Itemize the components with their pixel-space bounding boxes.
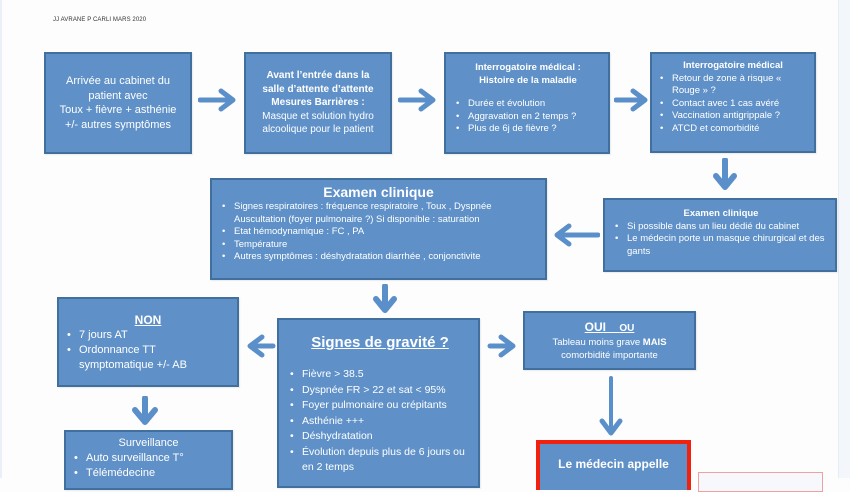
arrow-waiting-to-history bbox=[398, 88, 438, 112]
or-label: OU bbox=[619, 322, 635, 334]
no-box: NON 7 jours AT Ordonnance TT symptomatiq… bbox=[57, 297, 239, 387]
yes-line-text: Tableau moins grave bbox=[552, 336, 643, 348]
waiting-room-box: Avant l’entrée dans la salle d’attente d… bbox=[244, 52, 392, 154]
exam-setup-title: Examen clinique bbox=[683, 208, 759, 219]
surveillance-title: Surveillance bbox=[118, 437, 179, 449]
yes-line: comorbidité importante bbox=[561, 349, 658, 361]
arrow-down-icon bbox=[713, 158, 737, 190]
no-item: 7 jours AT bbox=[65, 328, 231, 343]
yes-box: OUI OU Tableau moins grave MAIS comorbid… bbox=[523, 311, 696, 370]
severity-list: Fièvre > 38.5 Dyspnée FR > 22 et sat < 9… bbox=[288, 367, 472, 476]
arrow-no-to-surveillance bbox=[131, 396, 159, 426]
interrogation-item: Vaccination antigrippale ? bbox=[658, 110, 808, 123]
arrival-line: Toux + fièvre + asthénie bbox=[59, 104, 177, 116]
exam-setup-box: Examen clinique Si possible dans un lieu… bbox=[603, 198, 837, 272]
surveillance-item: Télémédecine bbox=[72, 466, 225, 481]
exam-setup-item: Si possible dans un lieu dédié du cabine… bbox=[613, 221, 829, 234]
arrow-down-icon bbox=[373, 284, 397, 313]
interrogation-title: Interrogatoire médical bbox=[683, 60, 783, 71]
exam-item: Température bbox=[220, 239, 537, 252]
history-list: Durée et évolution Aggravation en 2 temp… bbox=[454, 98, 602, 136]
yes-line: Tableau moins grave MAIS bbox=[552, 336, 666, 349]
yes-title: OUI OU bbox=[585, 320, 635, 336]
severity-item: Évolution depuis plus de 6 jours ou en 2… bbox=[288, 445, 472, 476]
exam-title: Examen clinique bbox=[323, 184, 434, 200]
no-title: NON bbox=[134, 313, 162, 327]
no-item: Ordonnance TT symptomatique +/- AB bbox=[65, 343, 231, 373]
history-title: Interrogatoire médical : bbox=[475, 62, 581, 73]
partial-box bbox=[698, 472, 823, 492]
severity-item: Asthénie +++ bbox=[288, 414, 472, 430]
arrow-right-icon bbox=[487, 334, 516, 358]
severity-item: Déshydratation bbox=[288, 429, 472, 445]
arrow-interrogation-to-exam-setup bbox=[712, 158, 738, 192]
arrow-down-icon bbox=[132, 396, 158, 425]
arrival-line: patient avec bbox=[88, 89, 148, 102]
waiting-room-title: salle d’attente d’attente bbox=[262, 83, 374, 95]
history-box: Interrogatoire médical : Histoire de la … bbox=[444, 52, 610, 154]
waiting-room-title: Mesures Barrières : bbox=[271, 97, 365, 109]
surveillance-item: Auto surveillance T° bbox=[72, 451, 225, 466]
history-item: Aggravation en 2 temps ? bbox=[454, 111, 602, 124]
surveillance-box: Surveillance Auto surveillance T° Télémé… bbox=[64, 430, 233, 490]
no-list: 7 jours AT Ordonnance TT symptomatique +… bbox=[65, 328, 231, 373]
arrow-yes-to-call bbox=[598, 376, 624, 438]
call-alert-frame: Le médecin appelle bbox=[536, 440, 691, 490]
yes-line-bold: MAIS bbox=[642, 336, 667, 348]
left-edge-strip bbox=[0, 0, 2, 478]
interrogation-box: Interrogatoire médical Retour de zone à … bbox=[650, 52, 816, 153]
interrogation-item: ATCD et comorbidité bbox=[658, 123, 808, 136]
arrow-right-icon bbox=[398, 88, 436, 112]
history-title: Histoire de la maladie bbox=[479, 74, 577, 86]
arrow-exam-to-severity bbox=[372, 284, 398, 314]
waiting-room-title: Avant l’entrée dans la bbox=[266, 70, 370, 82]
exam-item: Signes respiratoires : fréquence respira… bbox=[220, 201, 537, 226]
severity-item: Foyer pulmonaire ou crépitants bbox=[288, 398, 472, 414]
severity-box: Signes de gravité ? Fièvre > 38.5 Dyspné… bbox=[277, 318, 480, 488]
exam-box: Examen clinique Signes respiratoires : f… bbox=[210, 178, 547, 280]
right-scrollbar-strip[interactable] bbox=[838, 0, 850, 478]
severity-item: Fièvre > 38.5 bbox=[288, 367, 472, 383]
arrow-left-icon bbox=[554, 223, 600, 247]
exam-item: Autres symptômes : déshydratation diarrh… bbox=[220, 251, 537, 264]
call-box: Le médecin appelle bbox=[540, 444, 687, 490]
arrow-left-icon bbox=[247, 334, 276, 358]
arrow-down-icon bbox=[599, 376, 623, 436]
history-item: Durée et évolution bbox=[454, 98, 602, 111]
call-label: Le médecin appelle bbox=[558, 457, 669, 471]
interrogation-item: Retour de zone à risque « Rouge » ? bbox=[658, 73, 808, 98]
arrow-history-to-interrogation bbox=[614, 88, 650, 112]
severity-item: Dyspnée FR > 22 et sat < 95% bbox=[288, 383, 472, 399]
yes-label: OUI bbox=[584, 319, 606, 334]
arrow-severity-to-yes bbox=[487, 333, 517, 359]
arrow-right-icon bbox=[614, 88, 648, 112]
author-credit: JJ AVRANE P CARLI MARS 2020 bbox=[53, 17, 147, 23]
history-item: Plus de 6j de fièvre ? bbox=[454, 123, 602, 136]
severity-title: Signes de gravité ? bbox=[311, 334, 449, 351]
exam-list: Signes respiratoires : fréquence respira… bbox=[220, 201, 537, 264]
arrow-exam-setup-to-exam bbox=[552, 222, 600, 248]
exam-setup-list: Si possible dans un lieu dédié du cabine… bbox=[613, 221, 829, 259]
exam-item: Etat hémodynamique : FC , PA bbox=[220, 226, 537, 239]
exam-setup-item: Le médecin porte un masque chirurgical e… bbox=[613, 233, 829, 258]
arrow-right-icon bbox=[198, 88, 236, 112]
surveillance-list: Auto surveillance T° Télémédecine bbox=[72, 451, 225, 481]
waiting-room-line: alcoolique pour le patient bbox=[262, 124, 374, 136]
interrogation-list: Retour de zone à risque « Rouge » ? Cont… bbox=[658, 73, 808, 136]
arrow-severity-to-no bbox=[246, 333, 276, 359]
arrival-line: Arrivée au cabinet du bbox=[66, 75, 170, 87]
interrogation-item: Contact avec 1 cas avéré bbox=[658, 98, 808, 111]
arrival-line: +/- autres symptômes bbox=[64, 118, 172, 131]
waiting-room-line: Masque et solution hydro bbox=[262, 110, 374, 122]
arrival-box: Arrivée au cabinet du patient avec Toux … bbox=[44, 52, 192, 154]
arrow-arrival-to-waiting bbox=[198, 88, 238, 112]
